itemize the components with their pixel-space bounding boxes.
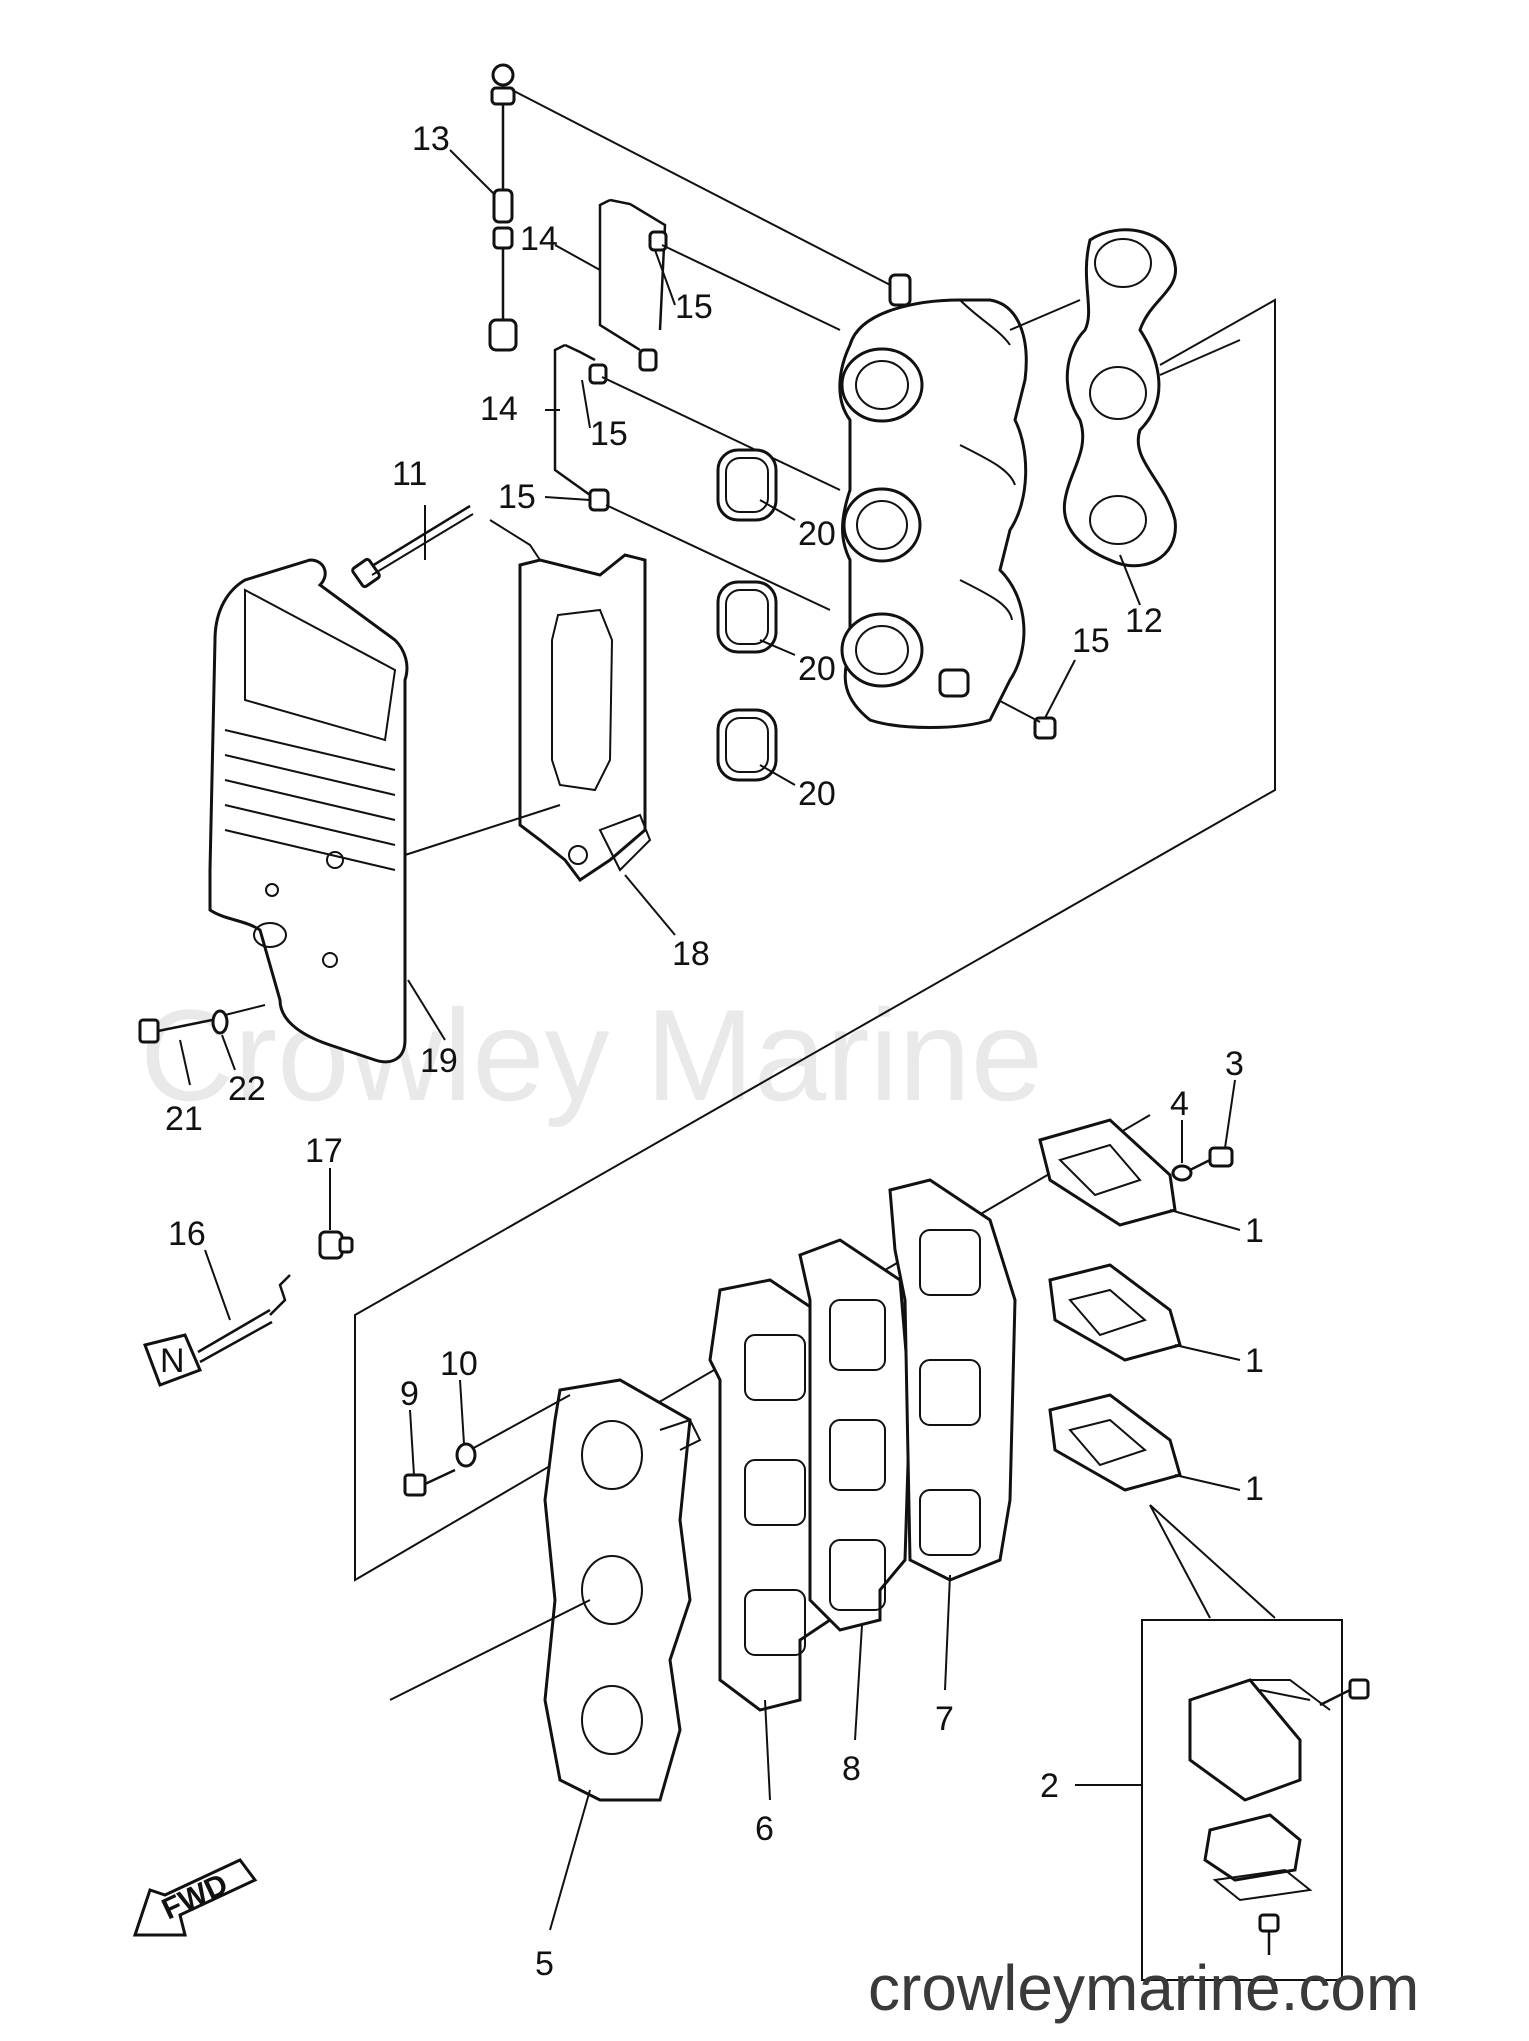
label-18: 18 (672, 935, 710, 973)
link-rod-13 (488, 63, 901, 352)
leader-lines (179, 149, 1241, 1931)
reed-valve-1-b (1048, 1263, 1182, 1362)
bolt-21 (138, 1004, 266, 1044)
label-16: 16 (168, 1215, 206, 1253)
o-ring-20-a (716, 448, 778, 522)
silencer-cover-19 (208, 558, 561, 1064)
reed-valve-detail-2 (1141, 1504, 1370, 1981)
screw-3 (1189, 1146, 1234, 1172)
label-11: 11 (392, 455, 427, 493)
label-1-c: 1 (1245, 1470, 1264, 1508)
label-14-upper: 14 (520, 220, 558, 258)
washer-10 (455, 1442, 477, 1468)
clip-15-c (588, 363, 841, 491)
label-17: 17 (305, 1132, 343, 1170)
label-22: 22 (228, 1070, 266, 1108)
label-2: 2 (1040, 1767, 1059, 1805)
gasket-8 (798, 1238, 912, 1632)
label-20-a: 20 (798, 515, 836, 553)
clip-15-b (638, 348, 658, 372)
label-7: 7 (935, 1700, 954, 1738)
label-12: 12 (1125, 602, 1163, 640)
bracket-plate-18 (489, 519, 652, 883)
o-ring-20-b (716, 580, 778, 654)
gasket-7 (888, 1178, 1017, 1582)
label-1-b: 1 (1245, 1342, 1264, 1380)
label-20-b: 20 (798, 650, 836, 688)
watermark-text: Crowley Marine (140, 982, 1043, 1128)
label-9: 9 (400, 1375, 419, 1413)
label-20-c: 20 (798, 775, 836, 813)
label-15-a: 15 (675, 288, 713, 326)
bolt-9 (403, 1468, 456, 1497)
label-15-d: 15 (1072, 622, 1110, 660)
washer-4 (1171, 1164, 1193, 1182)
label-1-a: 1 (1245, 1212, 1264, 1250)
fitting-17 (318, 1230, 354, 1260)
reed-valve-1-c (1048, 1393, 1182, 1492)
washer-22 (211, 1009, 229, 1035)
label-10: 10 (440, 1345, 478, 1383)
label-15-b: 15 (590, 415, 628, 453)
intake-manifold-5 (389, 1378, 702, 1802)
label-6: 6 (755, 1810, 774, 1848)
o-ring-20-c (716, 708, 778, 782)
bolt-11 (351, 504, 474, 589)
fwd-label: FWD (157, 1868, 233, 1927)
label-15-c: 15 (498, 478, 536, 516)
label-13: 13 (412, 120, 450, 158)
label-19: 19 (420, 1042, 458, 1080)
carburetor-assembly (838, 273, 1028, 729)
label-8: 8 (842, 1750, 861, 1788)
gasket-12 (1009, 228, 1241, 568)
reed-valve-1-a (1038, 1118, 1177, 1227)
label-14-lower: 14 (480, 390, 518, 428)
throttle-link-14-upper (598, 198, 667, 352)
part-labels: 13 14 15 14 15 15 11 20 20 20 12 15 18 1… (165, 120, 1264, 1983)
svg-text:N: N (160, 1342, 185, 1380)
label-21: 21 (165, 1100, 203, 1138)
site-url: crowleymarine.com (868, 1952, 1419, 2024)
assembly-outline (354, 298, 1276, 1582)
clip-15-a (648, 230, 841, 331)
fwd-arrow-icon: FWD (132, 1858, 258, 1937)
label-4: 4 (1170, 1085, 1189, 1123)
knob-16: N (143, 1274, 291, 1387)
label-3: 3 (1225, 1045, 1244, 1083)
label-5: 5 (535, 1945, 554, 1983)
